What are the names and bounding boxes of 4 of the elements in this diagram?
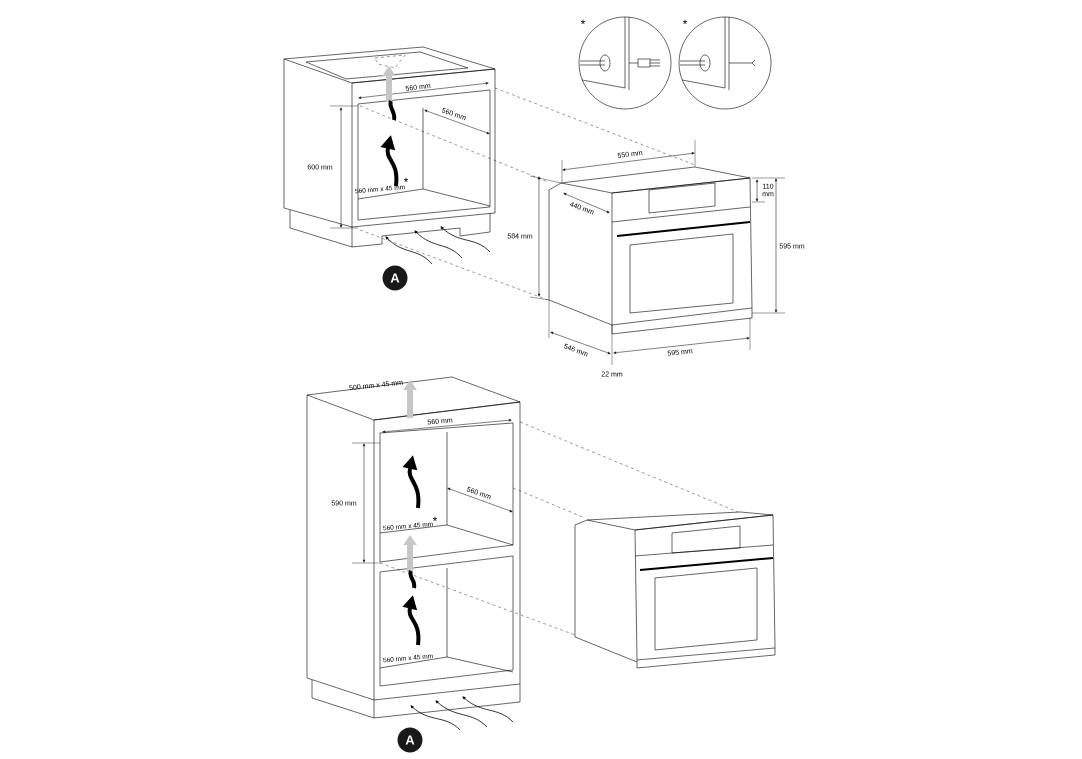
asterisk: * xyxy=(580,19,586,25)
asterisk: * xyxy=(403,177,409,183)
asterisk: * xyxy=(432,516,438,522)
asterisk: * xyxy=(682,19,688,25)
